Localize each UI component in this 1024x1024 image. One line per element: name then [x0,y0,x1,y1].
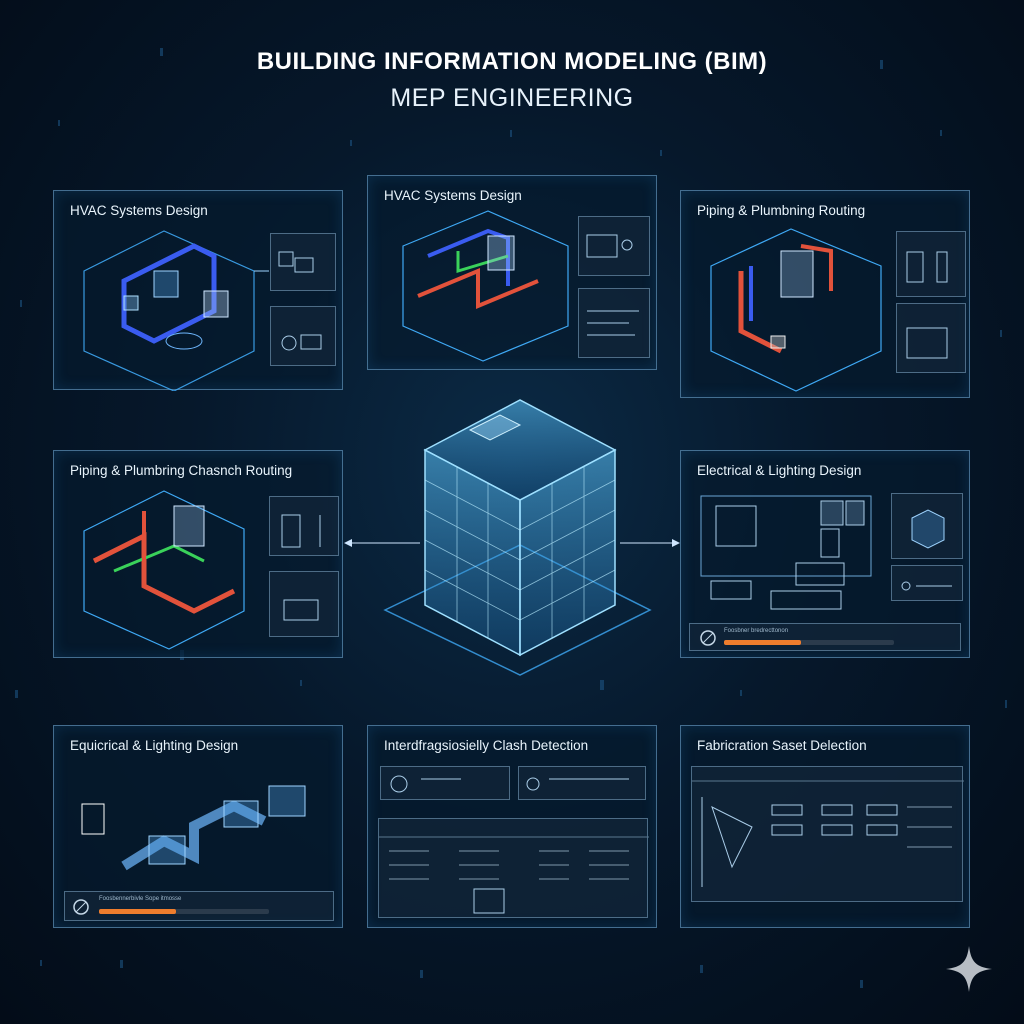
info-card [578,288,650,358]
panel-fabrication[interactable]: Fabricration Saset Delection [680,725,970,928]
panel-equicrical[interactable]: Foosbennerbivle Sope itmosse Equicrical … [53,725,343,928]
panel-title: Interdfragsiosielly Clash Detection [384,738,589,753]
info-card [380,766,510,800]
fabrication-sheet [691,766,964,902]
info-card [518,766,646,800]
panel-clash-detection[interactable]: Interdfragsiosielly Clash Detection [367,725,657,928]
piping-illustration [710,228,882,392]
info-card [270,306,336,366]
panel-title: HVAC Systems Design [70,203,208,218]
hvac-piping-illustration [402,210,569,362]
panel-piping-right[interactable]: Piping & Plumbning Routing [680,190,970,398]
settings-icon [73,899,89,915]
hvac-isometric-illustration [83,230,269,391]
panel-title: Piping & Plumbning Routing [697,203,866,218]
info-card [891,493,963,559]
electrical-schematic [700,495,872,610]
panel-title: HVAC Systems Design [384,188,522,203]
progress-bar [724,640,894,645]
progress-label: Foosbner bredrecttonon [724,628,789,634]
progress-card: Foosbner bredrecttonon [689,623,961,651]
panel-title: Fabricration Saset Delection [697,738,867,753]
info-card [269,496,339,556]
panel-hvac-left[interactable]: HVAC Systems Design [53,190,343,391]
progress-label: Foosbennerbivle Sope itmosse [99,896,182,902]
data-table [378,818,649,918]
page-title: BUILDING INFORMATION MODELING (BIM) [256,48,768,75]
equipment-illustration [81,785,306,871]
info-card [270,233,336,291]
panel-title: Piping & Plumbring Chasnch Routing [70,463,293,478]
central-building-model [344,399,680,676]
progress-bar [99,909,269,914]
info-card [896,303,966,373]
panel-title: Equicrical & Lighting Design [70,738,239,753]
info-card [578,216,650,276]
spark-icon [946,946,992,992]
panel-hvac-center[interactable]: HVAC Systems Design [367,175,657,370]
progress-card: Foosbennerbivle Sope itmosse [64,891,334,921]
progress-fill [724,640,801,645]
panel-electrical-right[interactable]: Foosbner bredrecttonon Electrical & Ligh… [680,450,970,658]
panel-title: Electrical & Lighting Design [697,463,862,478]
info-card [269,571,339,637]
piping-chase-illustration [83,490,245,650]
info-card [896,231,966,297]
page-subtitle: MEP ENGINEERING [390,84,634,112]
info-card [891,565,963,601]
gear-icon [700,630,716,646]
progress-fill [99,909,176,914]
panel-piping-left[interactable]: Piping & Plumbring Chasnch Routing [53,450,343,658]
